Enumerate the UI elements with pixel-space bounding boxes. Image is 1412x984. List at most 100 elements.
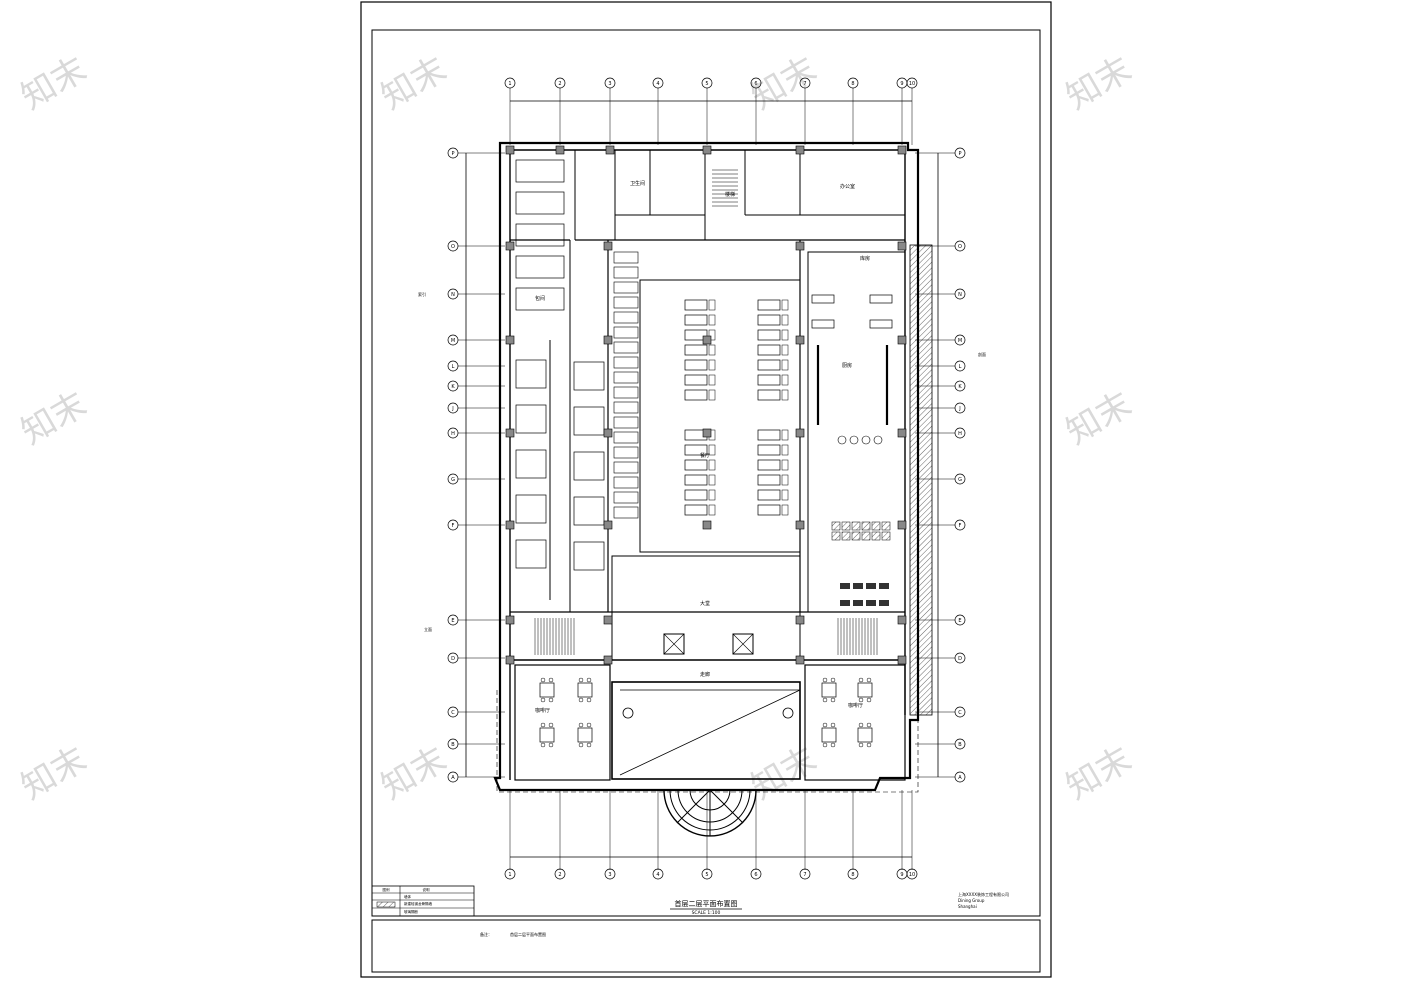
watermark-0: 知末 [15,49,94,118]
cafe-chair [540,742,546,748]
private-room-table [573,361,605,391]
booth-seat [613,311,639,324]
kitchen-rack [841,521,851,531]
cafe-table [539,727,555,743]
axis-row-bubble-left-2 [447,288,459,300]
axis-col-label-bottom-8: 9 [900,872,903,878]
axis-col-bubble-top-4 [701,77,713,89]
dining-chair [781,504,789,516]
structural-column [702,520,712,530]
axis-col-label-bottom-2: 3 [608,872,611,878]
furniture-group [505,145,907,748]
title-block-note-2: 首层二层平面布置图 [510,931,546,937]
structural-column [897,428,907,438]
dining-chair [781,459,789,471]
axis-row-bubble-right-7 [954,427,966,439]
cafe-chair [586,697,592,703]
axis-row-label-left-12: C [451,710,455,716]
axis-row-label-left-13: B [451,742,455,748]
axis-col-label-bottom-0: 1 [508,872,511,878]
axis-row-bubble-left-14 [447,771,459,783]
axis-row-bubble-right-13 [954,738,966,750]
dining-chair [781,429,789,441]
building-outline [493,141,933,793]
cafe-table [821,682,837,698]
cafe-right-outline [804,664,906,781]
kitchen-counter [811,319,835,329]
cafe-chair [578,677,584,683]
axis-row-label-right-3: M [958,338,962,344]
kitchen-stove [861,435,871,445]
axis-row-bubble-left-7 [447,427,459,439]
cafe-chair [548,742,554,748]
axis-col-label-top-3: 4 [656,81,659,87]
kitchen-shelf [879,600,889,606]
axis-row-bubble-right-9 [954,519,966,531]
axis-row-label-left-6: J [451,406,453,412]
axis-col-bubble-top-7 [847,77,859,89]
cafe-chair [866,697,872,703]
cafe-chair [830,742,836,748]
dining-table [757,489,781,501]
kitchen-outline [807,251,906,613]
structural-column [603,335,613,345]
axis-col-label-top-2: 3 [608,81,611,87]
axis-row-bubble-left-13 [447,738,459,750]
room-label-private: 包间 [535,295,545,302]
booth-seat [613,416,639,429]
structural-column [795,335,805,345]
structural-column [603,655,613,665]
kitchen-rack [881,531,891,541]
dining-table [757,474,781,486]
cafe-chair [540,697,546,703]
kitchen-shelf [853,583,863,589]
kitchen-rack [861,531,871,541]
cafe-chair [586,677,592,683]
axis-col-bubble-bottom-7 [847,868,859,880]
booth-seat [613,341,639,354]
dining-chair [781,374,789,386]
axis-row-bubble-right-12 [954,706,966,718]
axis-row-bubble-right-3 [954,334,966,346]
axis-row-bubble-left-3 [447,334,459,346]
axis-row-label-right-13: B [958,742,962,748]
structural-column [555,145,565,155]
structural-column [897,655,907,665]
dining-table [684,344,708,356]
dining-table [757,444,781,456]
structural-column [505,428,515,438]
legend-table: 图例 说明 墙体 新建轻钢龙骨隔墙 玻璃隔断 [371,885,475,917]
structural-column [603,520,613,530]
dining-table [757,344,781,356]
axis-row-label-right-1: O [958,244,962,250]
booth-seat [613,476,639,489]
watermark-7: 知末 [1060,739,1139,808]
dining-chair [781,329,789,341]
dining-table [684,314,708,326]
dining-hall-outline [639,279,801,553]
cafe-chair [540,677,546,683]
dining-table [684,359,708,371]
axis-col-bubble-bottom-4 [701,868,713,880]
axis-row-label-right-12: C [958,710,962,716]
axis-row-bubble-right-6 [954,402,966,414]
cafe-chair [548,677,554,683]
axis-row-label-left-11: D [451,656,455,662]
kitchen-shelf [853,600,863,606]
room-label-cafe-right: 咖啡厅 [848,702,863,709]
legend-item-glass: 玻璃隔断 [404,909,418,914]
kitchen-counter [869,319,893,329]
dining-table [684,489,708,501]
axis-col-bubble-bottom-3 [652,868,664,880]
structural-column [795,520,805,530]
dining-table [684,299,708,311]
axis-row-bubble-left-6 [447,402,459,414]
room-label-dining: 餐厅 [700,452,710,459]
annotation-left-2: 立面 [424,626,432,632]
side-annotations: 索引 立面 剖面 [418,291,986,632]
cafe-left-outline [514,664,611,781]
watermark-6: 知末 [375,739,454,808]
kitchen-stove [849,435,859,445]
axis-col-bubble-top-5 [750,77,762,89]
